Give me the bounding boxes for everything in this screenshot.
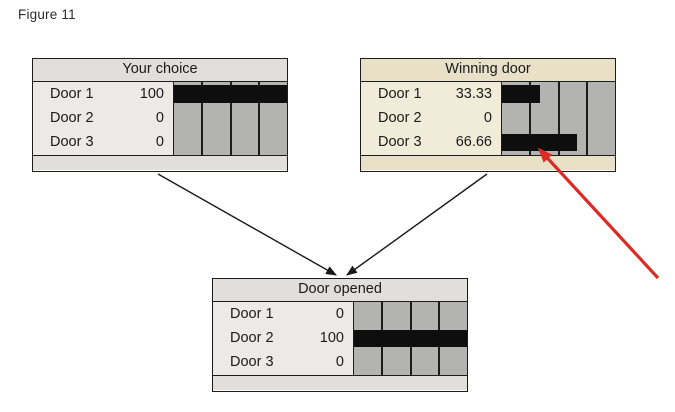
node-your-choice: Your choice Door 1 100 Door 2 0 Door 3 0 — [32, 58, 288, 172]
node-title: Door opened — [213, 279, 467, 302]
probability-row: Door 2 0 — [361, 106, 501, 130]
probability-row: Door 3 0 — [213, 350, 353, 374]
probability-row: Door 1 0 — [213, 302, 353, 326]
node-title: Your choice — [33, 59, 287, 82]
row-value: 100 — [319, 330, 344, 347]
probability-bar-chart — [353, 302, 467, 375]
node-title: Winning door — [361, 59, 615, 82]
row-label: Door 2 — [378, 110, 422, 127]
probability-bar-chart — [173, 82, 287, 155]
probability-bar — [502, 85, 540, 103]
probability-row: Door 3 66.66 — [361, 130, 501, 154]
node-footer — [213, 374, 467, 390]
row-label: Door 1 — [378, 86, 422, 102]
node-footer — [33, 154, 287, 170]
figure-label: Figure 11 — [18, 7, 76, 22]
row-label: Door 1 — [230, 306, 274, 322]
probability-bar-chart — [501, 82, 615, 155]
node-door-opened: Door opened Door 1 0 Door 2 100 Door 3 0 — [212, 278, 468, 392]
arrow-winning-door-to-door-opened — [346, 173, 488, 276]
probability-table: Door 1 0 Door 2 100 Door 3 0 — [213, 302, 353, 375]
chart-column — [588, 82, 615, 155]
row-label: Door 3 — [378, 134, 422, 151]
row-value: 0 — [335, 354, 344, 371]
probability-bar — [502, 133, 578, 152]
node-footer — [361, 154, 615, 170]
row-value: 0 — [483, 110, 492, 127]
row-label: Door 2 — [230, 330, 274, 347]
probability-row: Door 2 0 — [33, 106, 173, 130]
probability-row: Door 3 0 — [33, 130, 173, 154]
row-label: Door 1 — [50, 86, 94, 102]
row-value: 33.33 — [455, 86, 492, 102]
node-winning-door: Winning door Door 1 33.33 Door 2 0 Door … — [360, 58, 616, 172]
arrow-your-choice-to-door-opened — [157, 173, 337, 276]
probability-row: Door 1 33.33 — [361, 82, 501, 106]
row-value: 66.66 — [455, 134, 492, 151]
probability-row: Door 1 100 — [33, 82, 173, 106]
probability-row: Door 2 100 — [213, 326, 353, 350]
row-label: Door 3 — [230, 354, 274, 371]
row-value: 0 — [335, 306, 344, 322]
row-label: Door 3 — [50, 134, 94, 151]
probability-bar — [354, 329, 467, 347]
probability-table: Door 1 100 Door 2 0 Door 3 0 — [33, 82, 173, 155]
row-value: 0 — [155, 134, 164, 151]
probability-bar — [174, 85, 287, 103]
row-label: Door 2 — [50, 110, 94, 127]
row-value: 0 — [155, 110, 164, 127]
row-value: 100 — [139, 86, 164, 102]
probability-table: Door 1 33.33 Door 2 0 Door 3 66.66 — [361, 82, 501, 155]
